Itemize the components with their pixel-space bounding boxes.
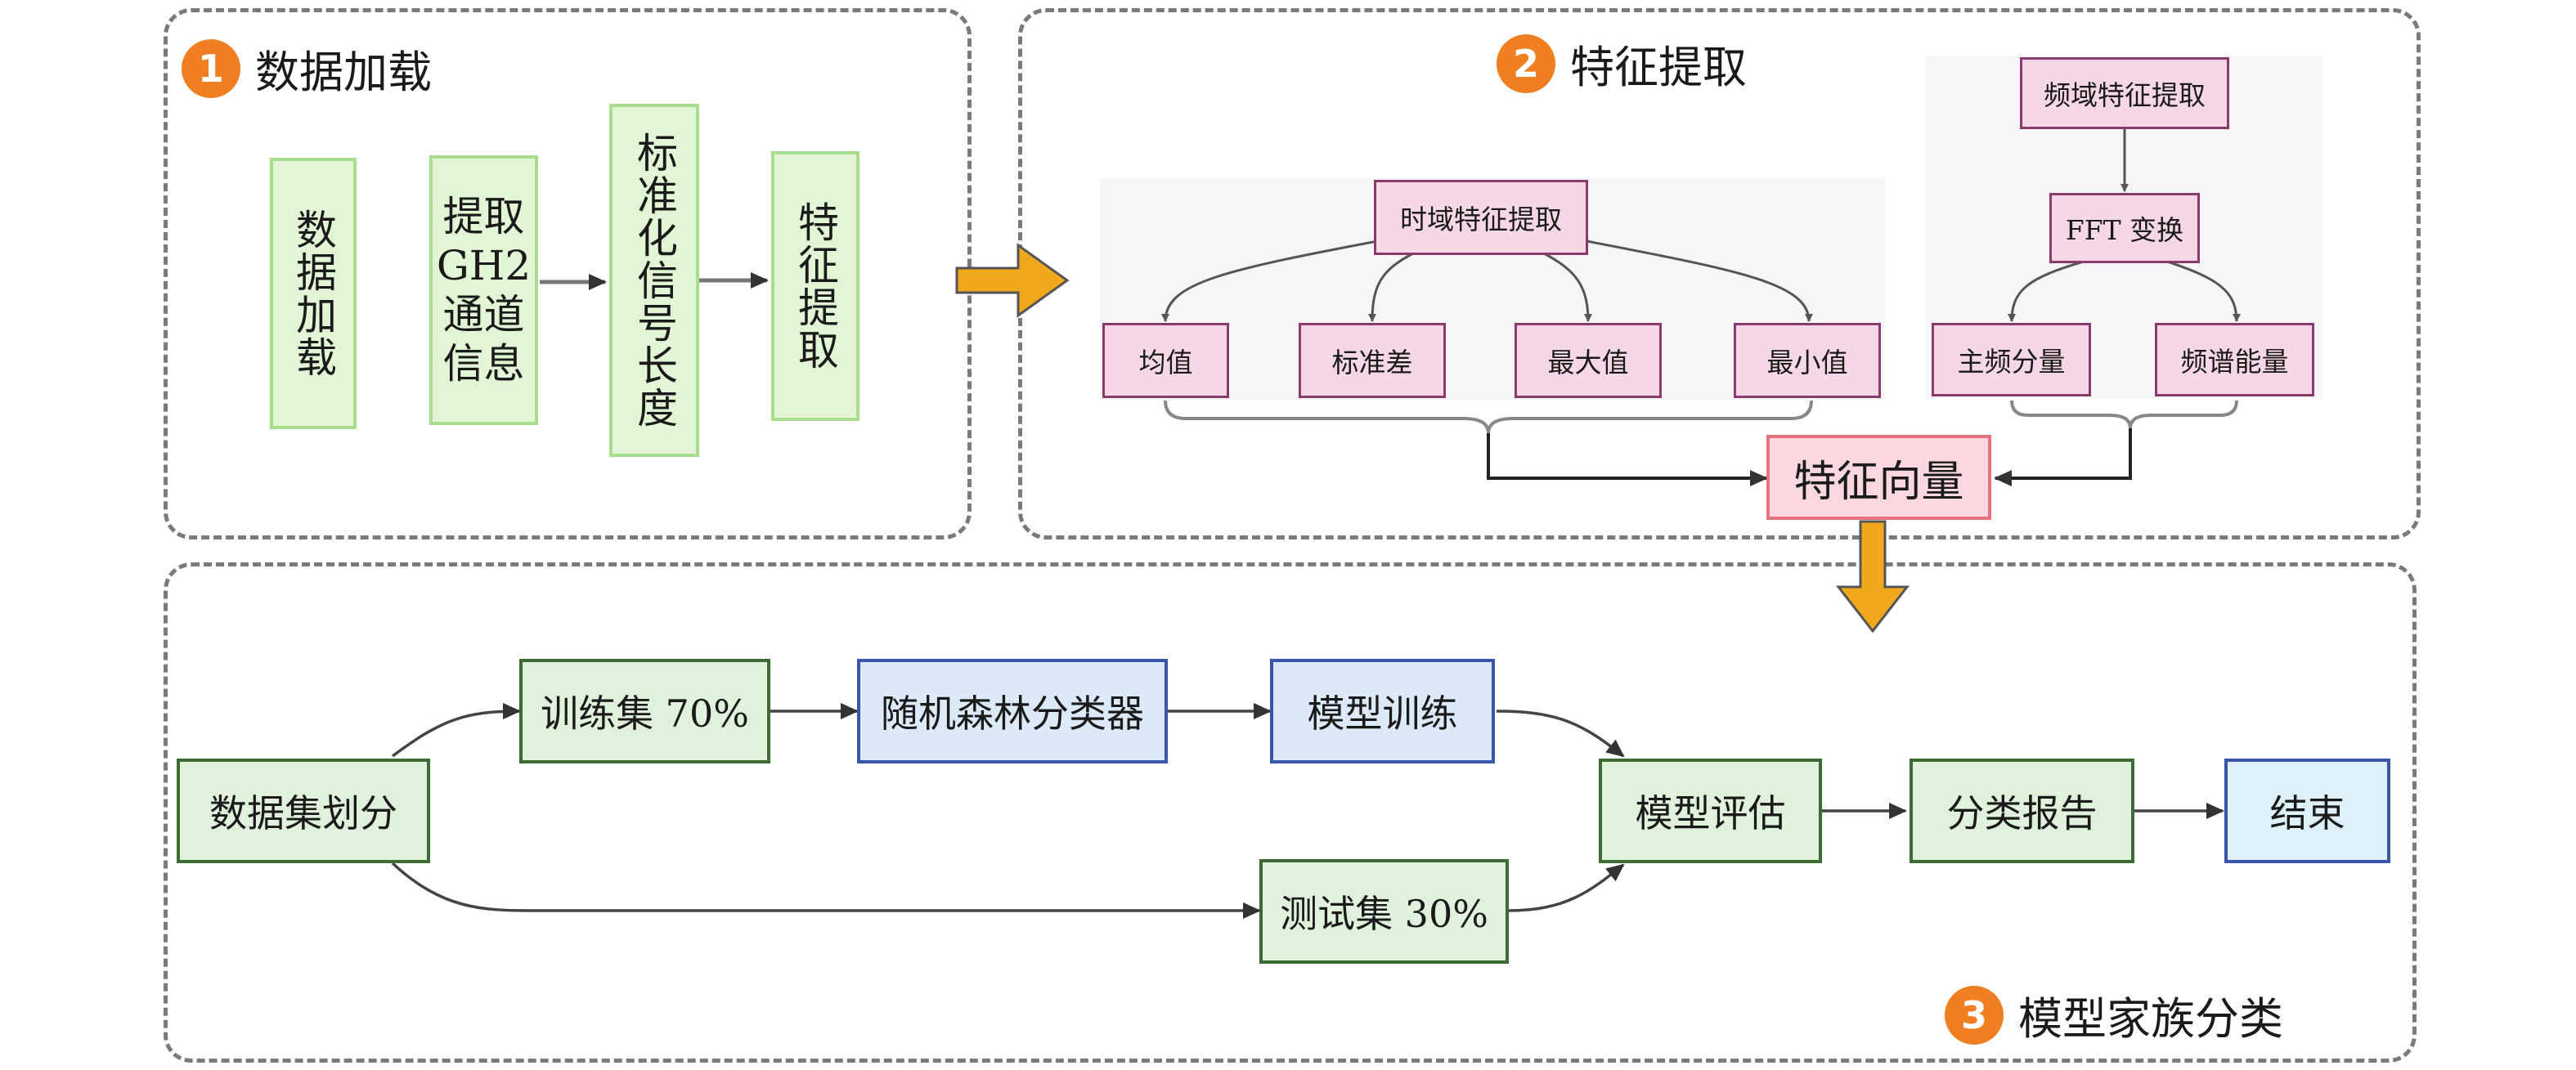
feature-braces: [1164, 400, 2238, 434]
feature-max: 最大值: [1515, 323, 1662, 398]
train-set: 训练集 70%: [519, 659, 770, 763]
flow-arrow-right: [955, 243, 1070, 318]
step-extract-gh2-line3: 通道: [442, 291, 525, 338]
section1-arrows: [540, 272, 769, 290]
step-extract-gh2-line1: 提取: [442, 193, 525, 240]
flow-arrow-down: [1835, 520, 1910, 633]
feature-vector-arrows: [1487, 428, 2132, 486]
section1-title: 1 数据加载: [182, 36, 432, 101]
classification-report: 分类报告: [1910, 759, 2134, 863]
random-forest-classifier: 随机森林分类器: [857, 659, 1168, 763]
section2-badge: 2: [1497, 34, 1555, 93]
section2-title: 2 特征提取: [1497, 31, 1747, 96]
section3-arrows: [391, 703, 2224, 919]
fft-transform: FFT 变换: [2049, 193, 2200, 263]
model-training: 模型训练: [1270, 659, 1495, 763]
section1-badge: 1: [182, 38, 240, 98]
step-extract-gh2: 提取 GH2 通道 信息: [429, 155, 538, 425]
section3-title-text: 模型家族分类: [2018, 993, 2283, 1045]
freq-domain-tree: [2008, 129, 2241, 322]
feature-std: 标准差: [1299, 323, 1446, 398]
feature-mean: 均值: [1102, 323, 1229, 398]
freq-domain-root: 频域特征提取: [2020, 57, 2229, 129]
dataset-split: 数据集划分: [177, 759, 430, 863]
feature-dominant-frequency: 主频分量: [1932, 323, 2091, 396]
time-domain-root: 时域特征提取: [1374, 180, 1588, 255]
step-feature-extraction: 特征提取: [771, 151, 859, 421]
section1-title-text: 数据加载: [255, 47, 432, 98]
section-model-classification: [164, 562, 2417, 1063]
step-extract-gh2-line4: 信息: [442, 340, 525, 387]
section3-title: 3 模型家族分类: [1945, 983, 2283, 1047]
test-set: 测试集 30%: [1259, 859, 1509, 964]
step-extract-gh2-line2: GH2: [436, 242, 532, 289]
step-data-loading: 数据加载: [270, 158, 357, 429]
step-normalize-length: 标准化信号长度: [609, 104, 699, 457]
model-evaluation: 模型评估: [1599, 759, 1822, 863]
feature-min: 最小值: [1734, 323, 1881, 398]
section2-title-text: 特征提取: [1570, 42, 1747, 93]
time-domain-tree: [1161, 237, 1813, 322]
section3-badge: 3: [1945, 985, 2004, 1045]
feature-vector: 特征向量: [1766, 435, 1991, 520]
end-node: 结束: [2224, 759, 2390, 863]
feature-spectral-energy: 频谱能量: [2155, 323, 2314, 396]
